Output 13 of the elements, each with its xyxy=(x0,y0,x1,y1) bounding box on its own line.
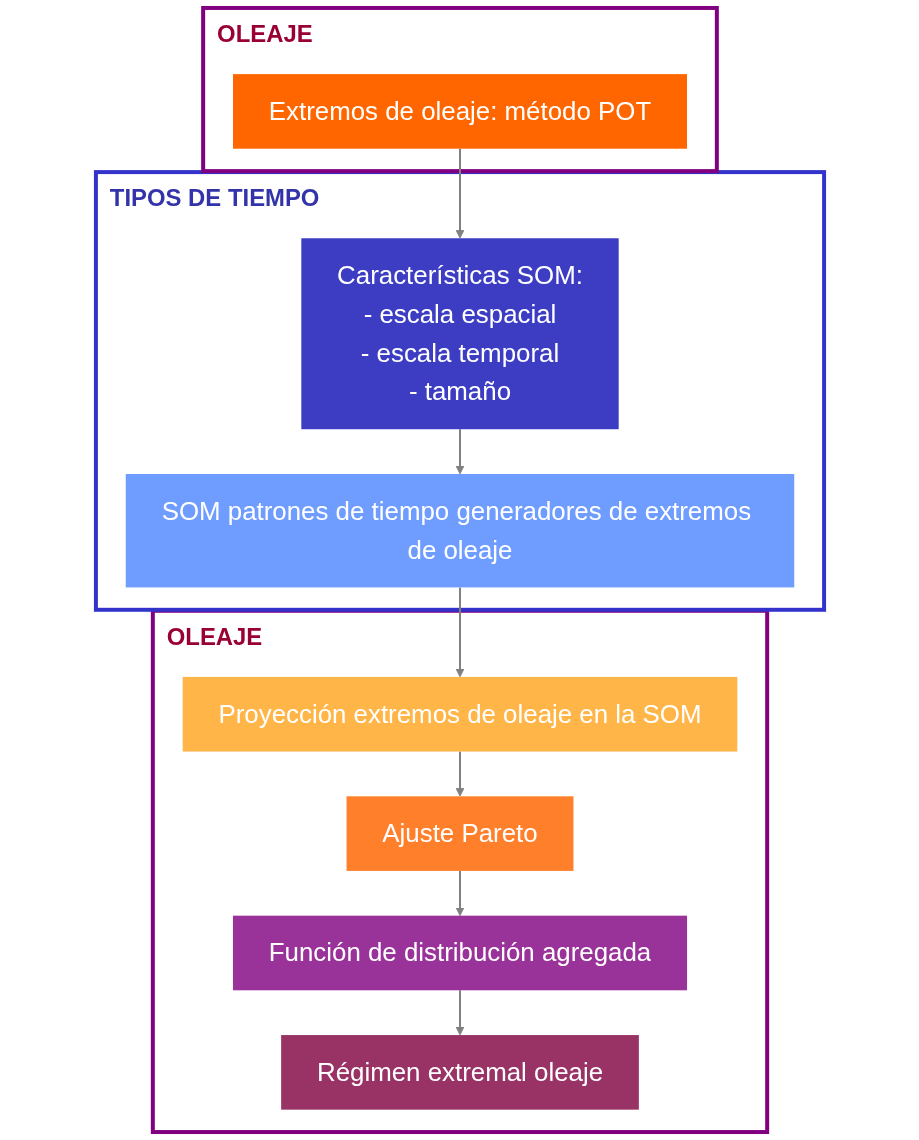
arrow xyxy=(455,428,464,475)
arrow xyxy=(455,750,464,797)
node-box: Proyección extremos de oleaje en la SOM xyxy=(182,676,737,752)
node-box: Extremos de oleaje: método POT xyxy=(232,74,687,149)
node-box: Características SOM: - escala espacial - escala temporal - tamaño xyxy=(300,238,619,430)
arrow xyxy=(455,147,464,239)
node-box: SOM patrones de tiempo generadores de extremos de oleaje xyxy=(125,474,794,588)
arrow xyxy=(455,989,464,1036)
node-box: Ajuste Pareto xyxy=(346,796,573,871)
arrow xyxy=(455,869,464,917)
node-box: Régimen extremal oleaje xyxy=(280,1035,639,1110)
node-box: Función de distribución agregada xyxy=(232,915,687,991)
arrow xyxy=(455,586,464,678)
